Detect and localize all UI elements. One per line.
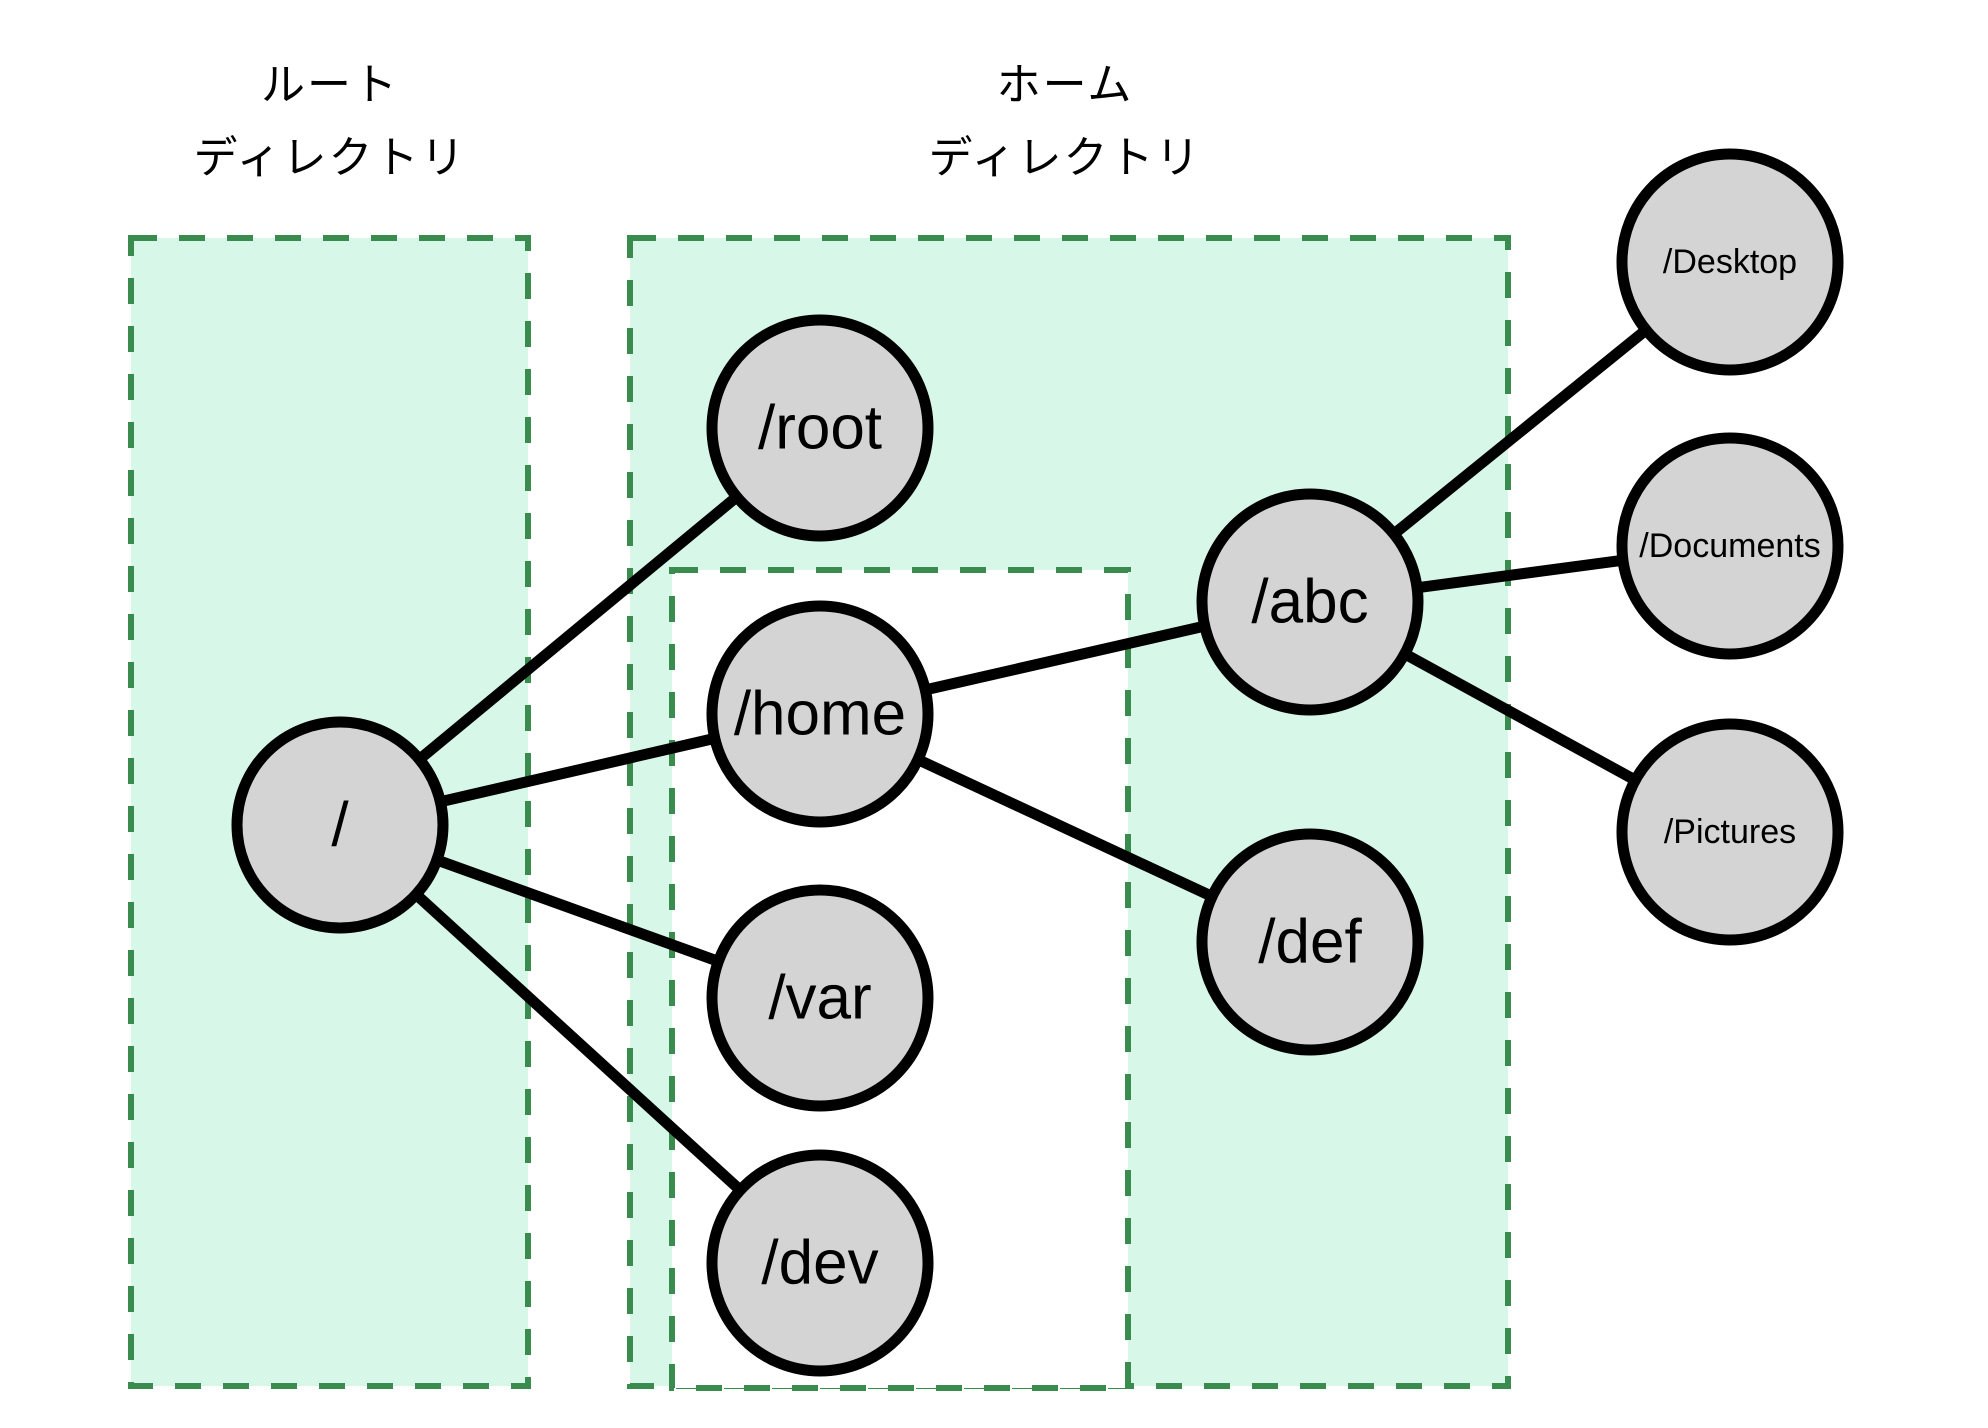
node-label-home: /home	[734, 680, 906, 749]
edges-layer	[407, 321, 1655, 1199]
edge-slash-to-var	[429, 852, 726, 969]
node-def[interactable]: /def	[1196, 828, 1424, 1056]
node-label-def: /def	[1258, 908, 1362, 977]
edge-slash-to-dev	[407, 886, 749, 1199]
region-title-home-dir-line2: ディレクトリ	[929, 134, 1202, 183]
nodes-layer: / /root/home/var/dev/abc/def/Desktop/Docu…	[231, 148, 1844, 1377]
node-circle-home[interactable]	[706, 600, 934, 828]
node-desktop[interactable]: /Desktop	[1616, 148, 1844, 376]
node-abc[interactable]: /abc	[1196, 488, 1424, 716]
node-home[interactable]: /home	[706, 600, 934, 828]
region-title-home-dir-line1: ホーム	[997, 61, 1134, 110]
edge-abc-to-desktop	[1385, 321, 1655, 543]
node-circle-desktop[interactable]	[1616, 148, 1844, 376]
node-circle-var[interactable]	[706, 884, 934, 1112]
node-label-slash: /	[331, 791, 349, 860]
node-var[interactable]: /var	[706, 884, 934, 1112]
node-circle-root[interactable]	[706, 314, 934, 542]
edge-home-to-abc	[918, 619, 1212, 697]
node-circle-slash[interactable]	[231, 716, 449, 934]
node-label-documents: /Documents	[1639, 527, 1820, 565]
edge-slash-to-root	[411, 488, 745, 768]
node-slash[interactable]: /	[231, 716, 449, 934]
node-dev[interactable]: /dev	[706, 1149, 934, 1377]
node-circle-documents[interactable]	[1616, 432, 1844, 660]
node-root[interactable]: /root	[706, 314, 934, 542]
region-title-root-dir-line1: ルート	[261, 61, 399, 110]
node-label-dev: /dev	[761, 1229, 878, 1298]
node-pictures[interactable]: /Pictures	[1616, 718, 1844, 946]
edge-slash-to-home	[433, 731, 722, 809]
edge-home-to-def	[910, 752, 1220, 904]
edge-abc-to-pictures	[1396, 646, 1644, 788]
node-circle-abc[interactable]	[1196, 488, 1424, 716]
edge-abc-to-documents	[1410, 554, 1630, 594]
node-circle-pictures[interactable]	[1616, 718, 1844, 946]
node-label-var: /var	[768, 964, 871, 1033]
node-label-desktop: /Desktop	[1663, 243, 1797, 281]
node-label-pictures: /Pictures	[1664, 813, 1796, 851]
node-circle-dev[interactable]	[706, 1149, 934, 1377]
node-circle-def[interactable]	[1196, 828, 1424, 1056]
node-label-root: /root	[758, 394, 882, 463]
region-title-root-dir-line2: ディレクトリ	[194, 134, 467, 183]
node-label-abc: /abc	[1251, 568, 1368, 637]
node-documents[interactable]: /Documents	[1616, 432, 1844, 660]
